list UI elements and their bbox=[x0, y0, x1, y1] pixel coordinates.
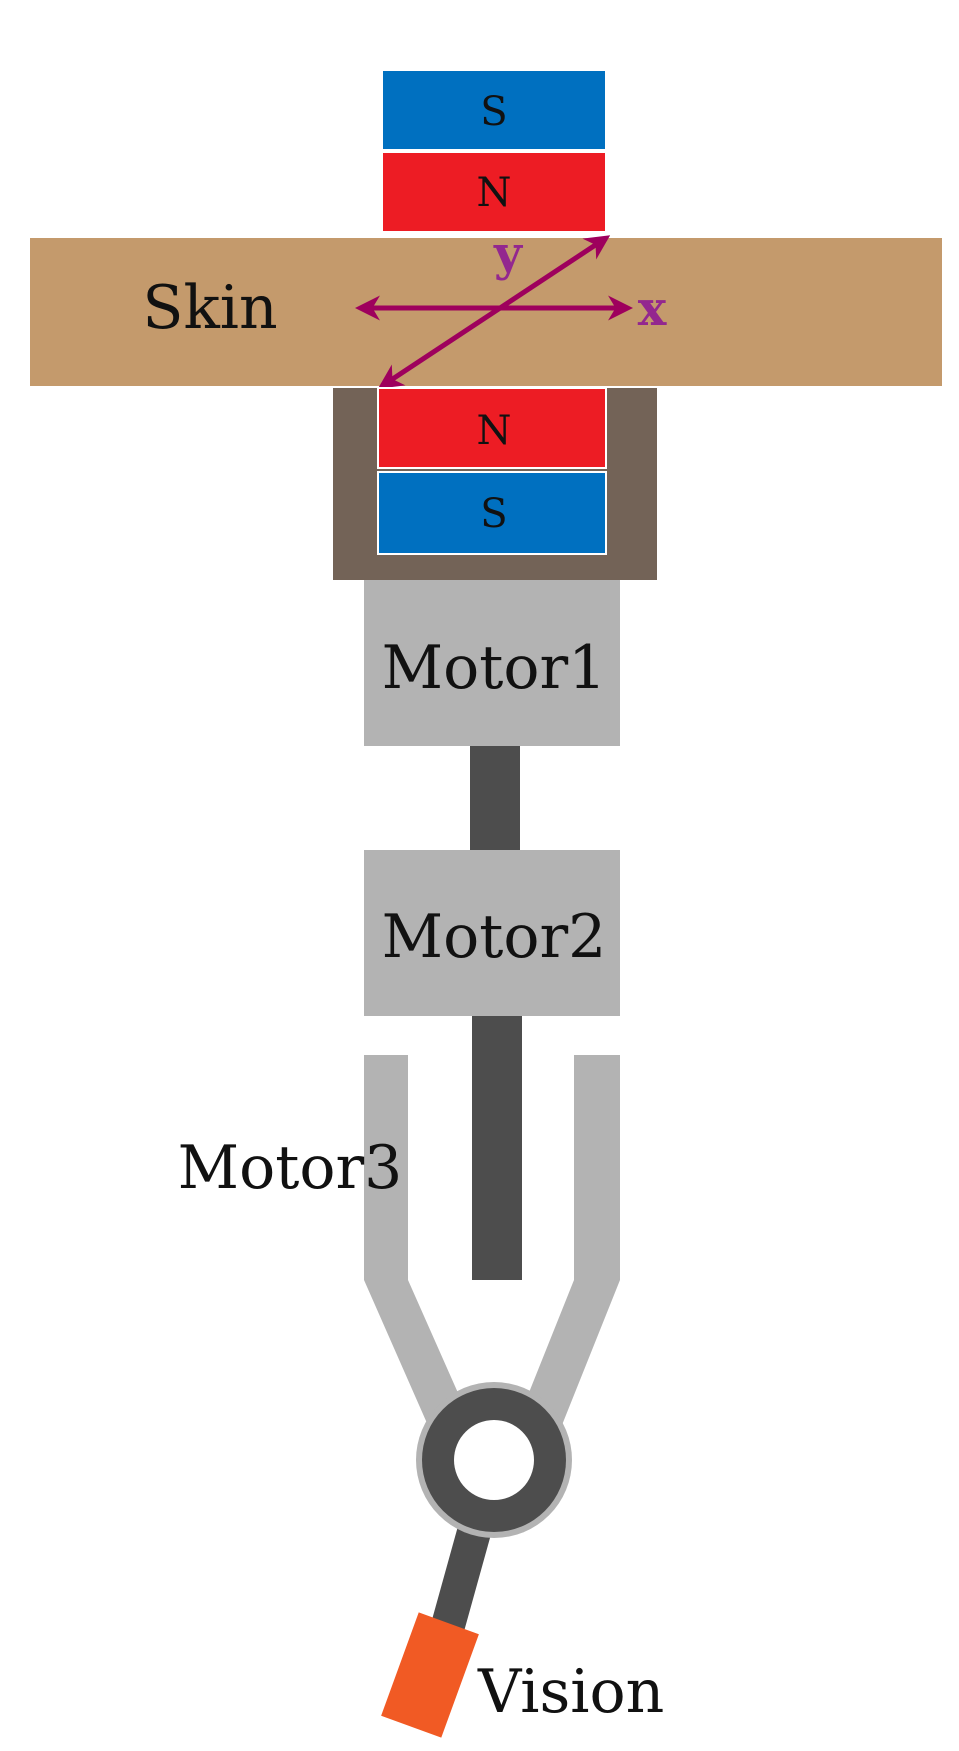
joint-ring-hole bbox=[454, 1420, 534, 1500]
shaft-upper bbox=[470, 746, 520, 850]
vision-camera bbox=[381, 1612, 479, 1738]
y-axis-arrow bbox=[377, 235, 611, 389]
bottom-magnet-s-label: S bbox=[480, 491, 507, 537]
shaft-lower bbox=[472, 1016, 522, 1280]
top-magnet-s-label: S bbox=[480, 89, 507, 135]
motor3-label: Motor3 bbox=[178, 1133, 403, 1203]
motor2-block bbox=[364, 850, 620, 1016]
top-magnet-n-pole bbox=[381, 151, 607, 233]
motor1-block bbox=[364, 580, 620, 746]
top-magnet-n-label: N bbox=[477, 170, 512, 216]
fork-right-arm bbox=[518, 1055, 620, 1430]
bottom-magnet-n-label: N bbox=[477, 408, 512, 454]
motor1-label: Motor1 bbox=[382, 633, 607, 703]
skin-label: Skin bbox=[142, 273, 277, 343]
top-magnet-s-pole bbox=[381, 69, 607, 151]
bottom-magnet-s-pole bbox=[377, 471, 607, 555]
fork-left-arm bbox=[364, 1055, 470, 1430]
y-axis-label: y bbox=[493, 226, 524, 282]
bottom-magnet: N S bbox=[377, 387, 607, 555]
bottom-magnet-n-pole bbox=[377, 387, 607, 469]
x-axis-label: x bbox=[638, 281, 667, 337]
motor2-label: Motor2 bbox=[382, 902, 607, 972]
top-magnet: S N bbox=[381, 69, 607, 233]
vision-label: Vision bbox=[477, 1657, 664, 1727]
